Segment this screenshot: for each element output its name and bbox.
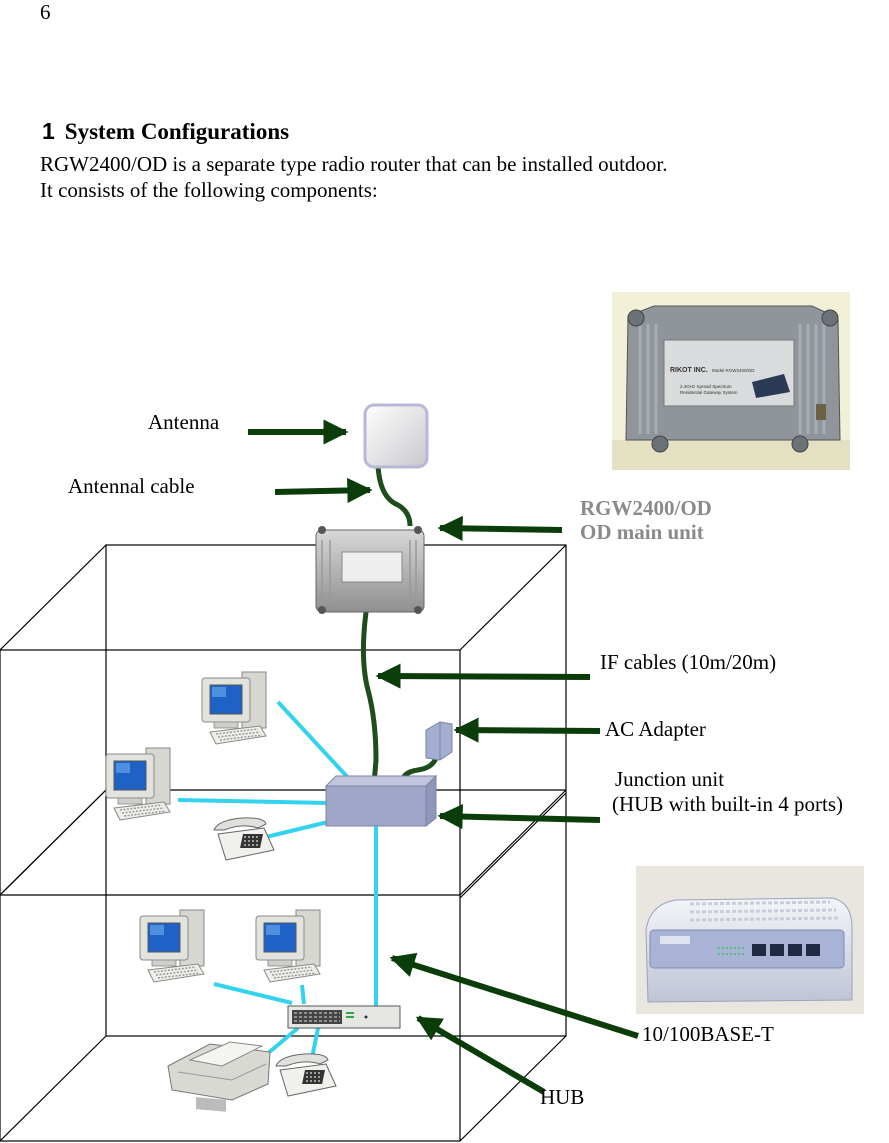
computer-icon (201, 671, 267, 745)
label-base-t: 10/100BASE-T (642, 1022, 774, 1046)
telephone-icon (275, 1053, 337, 1097)
intro-line-1: RGW2400/OD is a separate type radio rout… (40, 152, 668, 176)
od-main-unit-icon (315, 526, 425, 614)
section-title: 1 System Configurations (42, 118, 289, 145)
antenna-cable-arrow (274, 477, 373, 504)
label-ac-adapter: AC Adapter (605, 717, 706, 741)
hub-icon (287, 1005, 401, 1029)
computer-icon (139, 909, 205, 983)
label-junction-unit: Junction unit (615, 767, 725, 791)
intro-line-2: It consists of the following components: (40, 178, 378, 202)
printer-icon (167, 1041, 271, 1112)
photo-line1: 2.4GHz Spread Spectrum (680, 384, 732, 389)
photo-line2: Residential Gateway System (680, 390, 738, 395)
label-hub: HUB (540, 1085, 585, 1109)
section-number: 1 (42, 118, 55, 144)
if-cable (360, 611, 379, 785)
label-main-unit-model: RGW2400/OD (580, 496, 712, 520)
photo-brand: RIKOT INC. (670, 367, 708, 374)
label-antenna: Antenna (148, 410, 220, 434)
label-antenna-cable: Antennal cable (68, 474, 195, 498)
junction-unit-icon (324, 774, 438, 828)
callout-arrows (248, 419, 639, 1095)
section-title-text: System Configurations (64, 119, 290, 144)
antenna-cable (375, 465, 413, 527)
label-main-unit-desc: OD main unit (580, 520, 704, 544)
telephone-icon (213, 817, 275, 861)
ac-adapter-icon (425, 721, 453, 761)
ac-adapter-arrow (453, 717, 601, 743)
computer-icon (255, 909, 321, 983)
antenna-icon (363, 403, 429, 469)
computer-icon (105, 747, 171, 821)
page-number: 6 (40, 0, 51, 24)
if-cables-arrow (375, 663, 591, 689)
main-unit-photo: RIKOT INC. Model RGW2400/OD 2.4GHz Sprea… (612, 292, 850, 470)
main-unit-arrow (437, 515, 563, 541)
hub-arrow (415, 1015, 546, 1095)
junction-unit-photo (636, 866, 864, 1014)
photo-model: Model RGW2400/OD (712, 368, 755, 373)
base-t-arrow (389, 952, 639, 1039)
label-if-cables: IF cables (10m/20m) (600, 650, 777, 674)
label-junction-unit-desc: (HUB with built-in 4 ports) (612, 792, 843, 816)
junction-unit-arrow (437, 803, 601, 830)
